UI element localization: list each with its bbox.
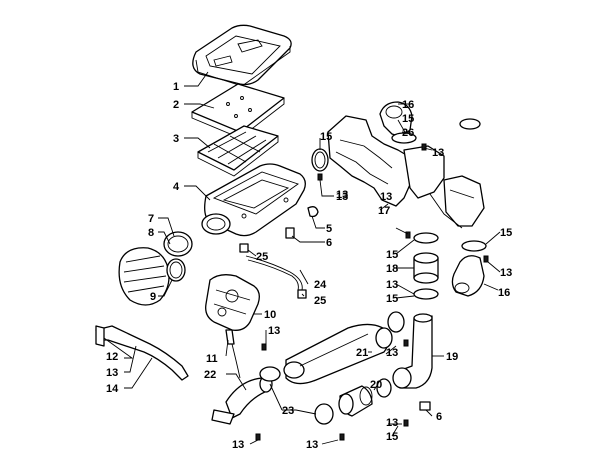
callout-15: 15 <box>500 227 512 239</box>
coupler-18 <box>413 252 439 284</box>
callout-25: 25 <box>314 295 326 307</box>
clamp-23-lower <box>314 403 334 425</box>
callout-22: 22 <box>204 369 216 381</box>
intake-boot-8 <box>118 247 170 306</box>
callout-16: 16 <box>498 287 510 299</box>
callout-6: 6 <box>436 411 442 423</box>
callout-1: 1 <box>173 81 179 93</box>
callout-3: 3 <box>173 133 179 145</box>
fitting-25a <box>239 243 249 253</box>
callout-10: 10 <box>264 309 276 321</box>
clamp-15-stack-b <box>413 288 439 300</box>
clamp-15-tube <box>387 311 405 333</box>
carburetor <box>205 274 260 345</box>
callout-5: 5 <box>326 223 332 235</box>
callout-13: 13 <box>336 189 348 201</box>
air-box-cover <box>192 24 292 87</box>
drain-line-11 <box>231 343 241 379</box>
callout-20: 20 <box>370 379 382 391</box>
callout-7: 7 <box>148 213 154 225</box>
vent-hose-24 <box>245 255 303 291</box>
callout-2: 2 <box>173 99 179 111</box>
callout-15: 15 <box>386 249 398 261</box>
bracket-12-14 <box>95 325 189 381</box>
intake-duct-17 <box>327 115 485 229</box>
callout-13: 13 <box>386 279 398 291</box>
callout-13: 13 <box>432 147 444 159</box>
callout-8: 8 <box>148 227 154 239</box>
clamp-7 <box>163 231 193 257</box>
callout-13: 13 <box>306 439 318 451</box>
callout-9: 9 <box>150 291 156 303</box>
elbow-16b <box>451 255 485 297</box>
callout-18: 18 <box>386 263 398 275</box>
callout-11: 11 <box>206 353 218 365</box>
callout-19: 19 <box>446 351 458 363</box>
callout-4: 4 <box>173 181 180 193</box>
bolt-6b <box>419 401 431 411</box>
clamp-20 <box>376 378 392 398</box>
callout-13: 13 <box>106 367 118 379</box>
callout-21: 21 <box>356 347 368 359</box>
plenum-21 <box>283 323 393 385</box>
callout-15: 15 <box>386 293 398 305</box>
filter-cage <box>197 125 279 177</box>
clamp-15-right <box>461 240 487 252</box>
intake-tube-19 <box>392 313 433 389</box>
callout-15: 15 <box>402 113 414 125</box>
callout-12: 12 <box>106 351 118 363</box>
clip-5 <box>307 206 319 218</box>
callout-24: 24 <box>314 279 327 291</box>
callout-13: 13 <box>268 325 280 337</box>
callout-26: 26 <box>402 127 414 139</box>
callout-25: 25 <box>256 251 268 263</box>
leader-lines <box>103 71 501 445</box>
clamp-15-airbox <box>311 148 329 172</box>
screw-13-set <box>255 143 489 441</box>
callout-6: 6 <box>326 237 332 249</box>
callout-15: 15 <box>386 431 398 443</box>
callout-13: 13 <box>386 347 398 359</box>
air-box-base <box>201 163 306 237</box>
callout-13: 13 <box>232 439 244 451</box>
callout-labels: 1 2 3 4 5 6 6 7 8 9 10 11 12 13 13 13 13… <box>106 81 512 451</box>
clamp-23-upper <box>259 366 281 382</box>
callout-16: 16 <box>402 99 414 111</box>
callout-15: 15 <box>320 131 332 143</box>
callout-13: 13 <box>380 191 392 203</box>
clamp-9 <box>166 258 186 282</box>
callout-13: 13 <box>386 417 398 429</box>
callout-13: 13 <box>336 191 348 203</box>
callout-23: 23 <box>282 405 294 417</box>
callout-13: 13 <box>500 267 512 279</box>
clamp-15-stack-a <box>413 232 439 244</box>
coupler-20 <box>338 385 373 417</box>
clamp-15-upper <box>391 132 417 144</box>
callout-17: 17 <box>378 205 390 217</box>
ring-26 <box>459 118 481 130</box>
callout-14: 14 <box>106 383 119 395</box>
